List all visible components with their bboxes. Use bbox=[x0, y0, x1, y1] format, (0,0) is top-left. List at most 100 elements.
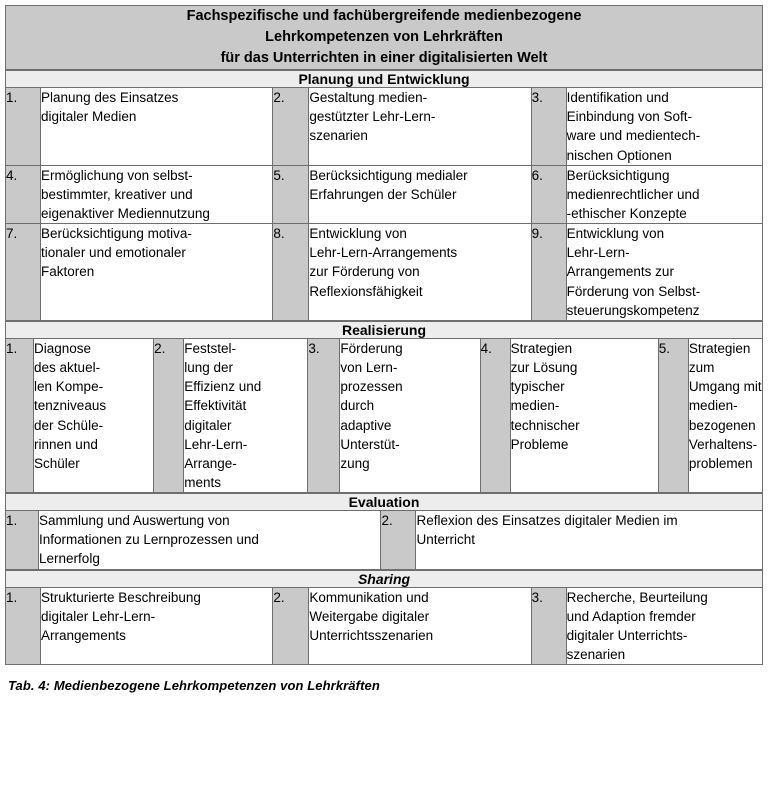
section-heading-row-planung: Planung und Entwicklung bbox=[5, 70, 763, 89]
item-text-line: Arrangements zur bbox=[566, 264, 674, 280]
item-text-line: Planung des Einsatzes bbox=[41, 90, 179, 106]
item-text-line: medien- bbox=[688, 398, 738, 414]
item-text-line: bezogenen bbox=[688, 417, 756, 433]
item-text-line: Schüler bbox=[34, 455, 80, 471]
item-text-line: typischer bbox=[510, 379, 565, 395]
table-caption: Tab. 4: Medienbezogene Lehrkompetenzen v… bbox=[8, 678, 380, 694]
item-number-planung-9: 9. bbox=[530, 223, 567, 321]
item-text-planung-2: Gestaltung medien-gestützter Lehr-Lern-s… bbox=[308, 87, 532, 166]
item-text-line: Ermöglichung von selbst- bbox=[41, 167, 193, 183]
item-text-line: Unterricht bbox=[416, 532, 475, 548]
item-number-realisierung-2: 2. bbox=[153, 337, 185, 494]
item-text-line: steuerungskompetenz bbox=[566, 302, 700, 318]
item-number-realisierung-1: 1. bbox=[4, 337, 35, 494]
section-heading-sharing: Sharing bbox=[5, 569, 763, 588]
item-text-line: digitaler Lehr-Lern- bbox=[41, 608, 156, 624]
item-text-line: nischen Optionen bbox=[566, 147, 672, 163]
item-text-line: Strategien bbox=[510, 340, 573, 356]
item-text-line: Förderung von Selbst- bbox=[566, 283, 701, 299]
item-number-planung-2: 2. bbox=[272, 87, 310, 166]
item-text-line: Recherche, Beurteilung bbox=[566, 589, 708, 605]
item-text-line: Arrange- bbox=[184, 455, 237, 471]
item-text-line: Reflexionsfähigkeit bbox=[309, 283, 423, 299]
item-text-line: digitaler Medien bbox=[41, 109, 137, 125]
item-number-realisierung-5: 5. bbox=[657, 337, 689, 494]
item-number-realisierung-4: 4. bbox=[479, 337, 511, 494]
item-text-line: digitaler bbox=[184, 417, 232, 433]
item-text-line: Einbindung von Soft- bbox=[566, 109, 692, 125]
item-text-line: der Schüle- bbox=[34, 417, 104, 433]
table-title-line-1: Fachspezifische und fachübergreifende me… bbox=[186, 8, 582, 24]
item-text-realisierung-4: Strategien zur Lösung typischer medien-tech… bbox=[509, 337, 659, 494]
item-number-planung-7: 7. bbox=[4, 223, 42, 321]
item-text-line: Lehr-Lern- bbox=[566, 245, 630, 261]
item-text-line: Faktoren bbox=[41, 264, 95, 280]
item-text-line: Diagnose bbox=[34, 340, 92, 356]
item-text-line: tionaler und emotionaler bbox=[41, 245, 186, 261]
item-text-line: Verhaltens- bbox=[688, 436, 758, 452]
item-text-line: Arrangements bbox=[41, 627, 126, 643]
item-text-line: adaptive bbox=[340, 417, 392, 433]
table-row: 4.Ermöglichung von selbst-bestimmter, kr… bbox=[4, 164, 764, 225]
section-heading-realisierung: Realisierung bbox=[5, 320, 763, 339]
item-text-line: tenzniveaus bbox=[34, 398, 107, 414]
item-text-line: rinnen und bbox=[34, 436, 98, 452]
item-text-line: szenarien bbox=[566, 647, 626, 663]
item-text-line: szenarien bbox=[309, 128, 368, 144]
item-number-planung-4: 4. bbox=[4, 164, 42, 225]
item-text-line: Gestaltung medien- bbox=[309, 90, 428, 106]
item-text-line: Kommunikation und bbox=[309, 589, 429, 605]
item-text-line: Unterstüt- bbox=[340, 436, 400, 452]
item-number-realisierung-3: 3. bbox=[307, 337, 341, 494]
item-text-line: zur Förderung von bbox=[309, 264, 420, 280]
table-title-line-2: Lehrkompetenzen von Lehrkräften bbox=[265, 29, 503, 46]
section-heading-evaluation: Evaluation bbox=[5, 493, 763, 512]
item-text-evaluation-2: Reflexion des Einsatzes digitaler Medien… bbox=[415, 510, 763, 570]
item-text-line: prozessen bbox=[340, 379, 403, 395]
item-number-evaluation-1: 1. bbox=[4, 510, 40, 570]
item-text-line: zur Lösung bbox=[510, 360, 578, 376]
section-heading-row-sharing: Sharing bbox=[5, 569, 763, 588]
item-text-line: Lehr-Lern- bbox=[184, 436, 248, 452]
table-title-row: Fachspezifische und fachübergreifende me… bbox=[5, 4, 763, 71]
item-text-line: Lehr-Lern-Arrangements bbox=[309, 245, 458, 261]
item-text-line: Identifikation und bbox=[566, 90, 669, 106]
item-text-line: Förderung bbox=[340, 340, 403, 356]
item-text-line: medienrechtlicher und bbox=[566, 186, 700, 202]
item-number-planung-6: 6. bbox=[530, 164, 567, 225]
table-title-line-3: für das Unterrichten in einer digitalisi… bbox=[220, 50, 548, 67]
item-text-line: Reflexion des Einsatzes digitaler Medien… bbox=[416, 513, 678, 529]
item-text-line: Feststel- bbox=[184, 340, 236, 356]
item-text-line: zung bbox=[340, 455, 370, 471]
item-text-line: von Lern- bbox=[340, 360, 398, 376]
item-text-line: ware und medientech- bbox=[566, 128, 701, 144]
competency-table: Fachspezifische und fachübergreifende me… bbox=[5, 4, 763, 71]
item-text-planung-4: Ermöglichung von selbst-bestimmter, krea… bbox=[40, 164, 274, 225]
item-text-line: medien- bbox=[510, 398, 560, 414]
section-heading-planung: Planung und Entwicklung bbox=[5, 70, 763, 89]
item-text-line: ments bbox=[184, 475, 221, 491]
item-number-planung-8: 8. bbox=[272, 223, 310, 321]
sections-root: Planung und Entwicklung 1. Planung des Ein… bbox=[4, 70, 764, 666]
item-text-line: Lernerfolg bbox=[39, 551, 100, 567]
item-text-line: Effektivität bbox=[184, 398, 247, 414]
item-number-planung-3: 3. bbox=[530, 87, 567, 166]
item-text-line: Informationen zu Lernprozessen und bbox=[39, 532, 259, 548]
item-text-line: Berücksichtigung bbox=[566, 167, 670, 183]
item-number-sharing-1: 1. bbox=[4, 586, 42, 666]
section-heading-row-evaluation: Evaluation bbox=[5, 493, 763, 512]
item-text-line: Umgang mit bbox=[688, 379, 762, 395]
item-text-line: gestützter Lehr-Lern- bbox=[309, 109, 436, 125]
item-text-line: technischer bbox=[510, 417, 580, 433]
